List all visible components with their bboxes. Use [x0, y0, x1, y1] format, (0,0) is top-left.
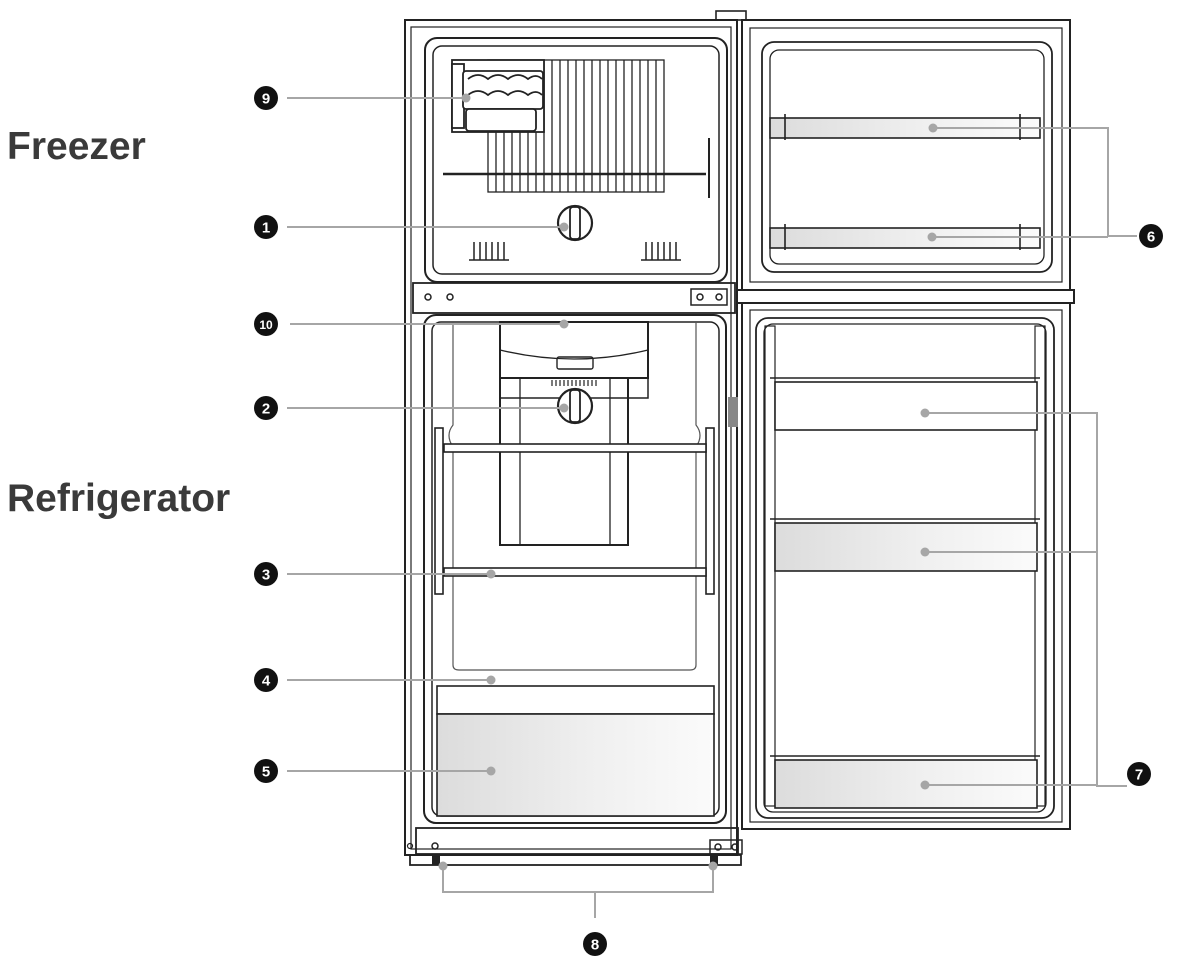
callout-8: 8: [583, 932, 607, 956]
refrigerator-heading: Refrigerator: [7, 477, 231, 520]
callout-7: 7: [1127, 762, 1151, 786]
svg-text:9: 9: [262, 91, 270, 108]
svg-text:6: 6: [1147, 229, 1155, 246]
callout-10: 10: [254, 312, 278, 336]
control-housing: [499, 321, 649, 546]
svg-text:1: 1: [262, 220, 270, 237]
freezer-temperature-dial: [556, 204, 594, 242]
freezer-door: [741, 19, 1071, 291]
svg-text:8: 8: [591, 937, 599, 954]
base-and-leveling-legs: [406, 827, 743, 866]
glass-shelves: [434, 427, 715, 595]
freezer-compartment: [424, 37, 728, 283]
svg-text:7: 7: [1135, 767, 1143, 784]
refrigerator-door: [728, 289, 1075, 830]
callout-5: 5: [254, 759, 278, 783]
freezer-vents: [469, 242, 681, 261]
freezer-heading: Freezer: [7, 125, 146, 168]
svg-text:5: 5: [262, 764, 270, 781]
freezer-door-bins: [769, 114, 1041, 250]
callout-2: 2: [254, 396, 278, 420]
callout-9: 9: [254, 86, 278, 110]
svg-text:2: 2: [262, 401, 270, 418]
callout-3: 3: [254, 562, 278, 586]
svg-text:4: 4: [262, 673, 271, 690]
callout-1: 1: [254, 215, 278, 239]
refrigerator-door-bins: [770, 377, 1040, 809]
callout-4: 4: [254, 668, 278, 692]
ice-tray: [451, 59, 545, 133]
callout-6: 6: [1139, 224, 1163, 248]
cabinet-divider: [412, 282, 736, 314]
svg-text:3: 3: [262, 567, 270, 584]
svg-text:10: 10: [259, 318, 273, 332]
crisper-drawer: [436, 685, 715, 817]
